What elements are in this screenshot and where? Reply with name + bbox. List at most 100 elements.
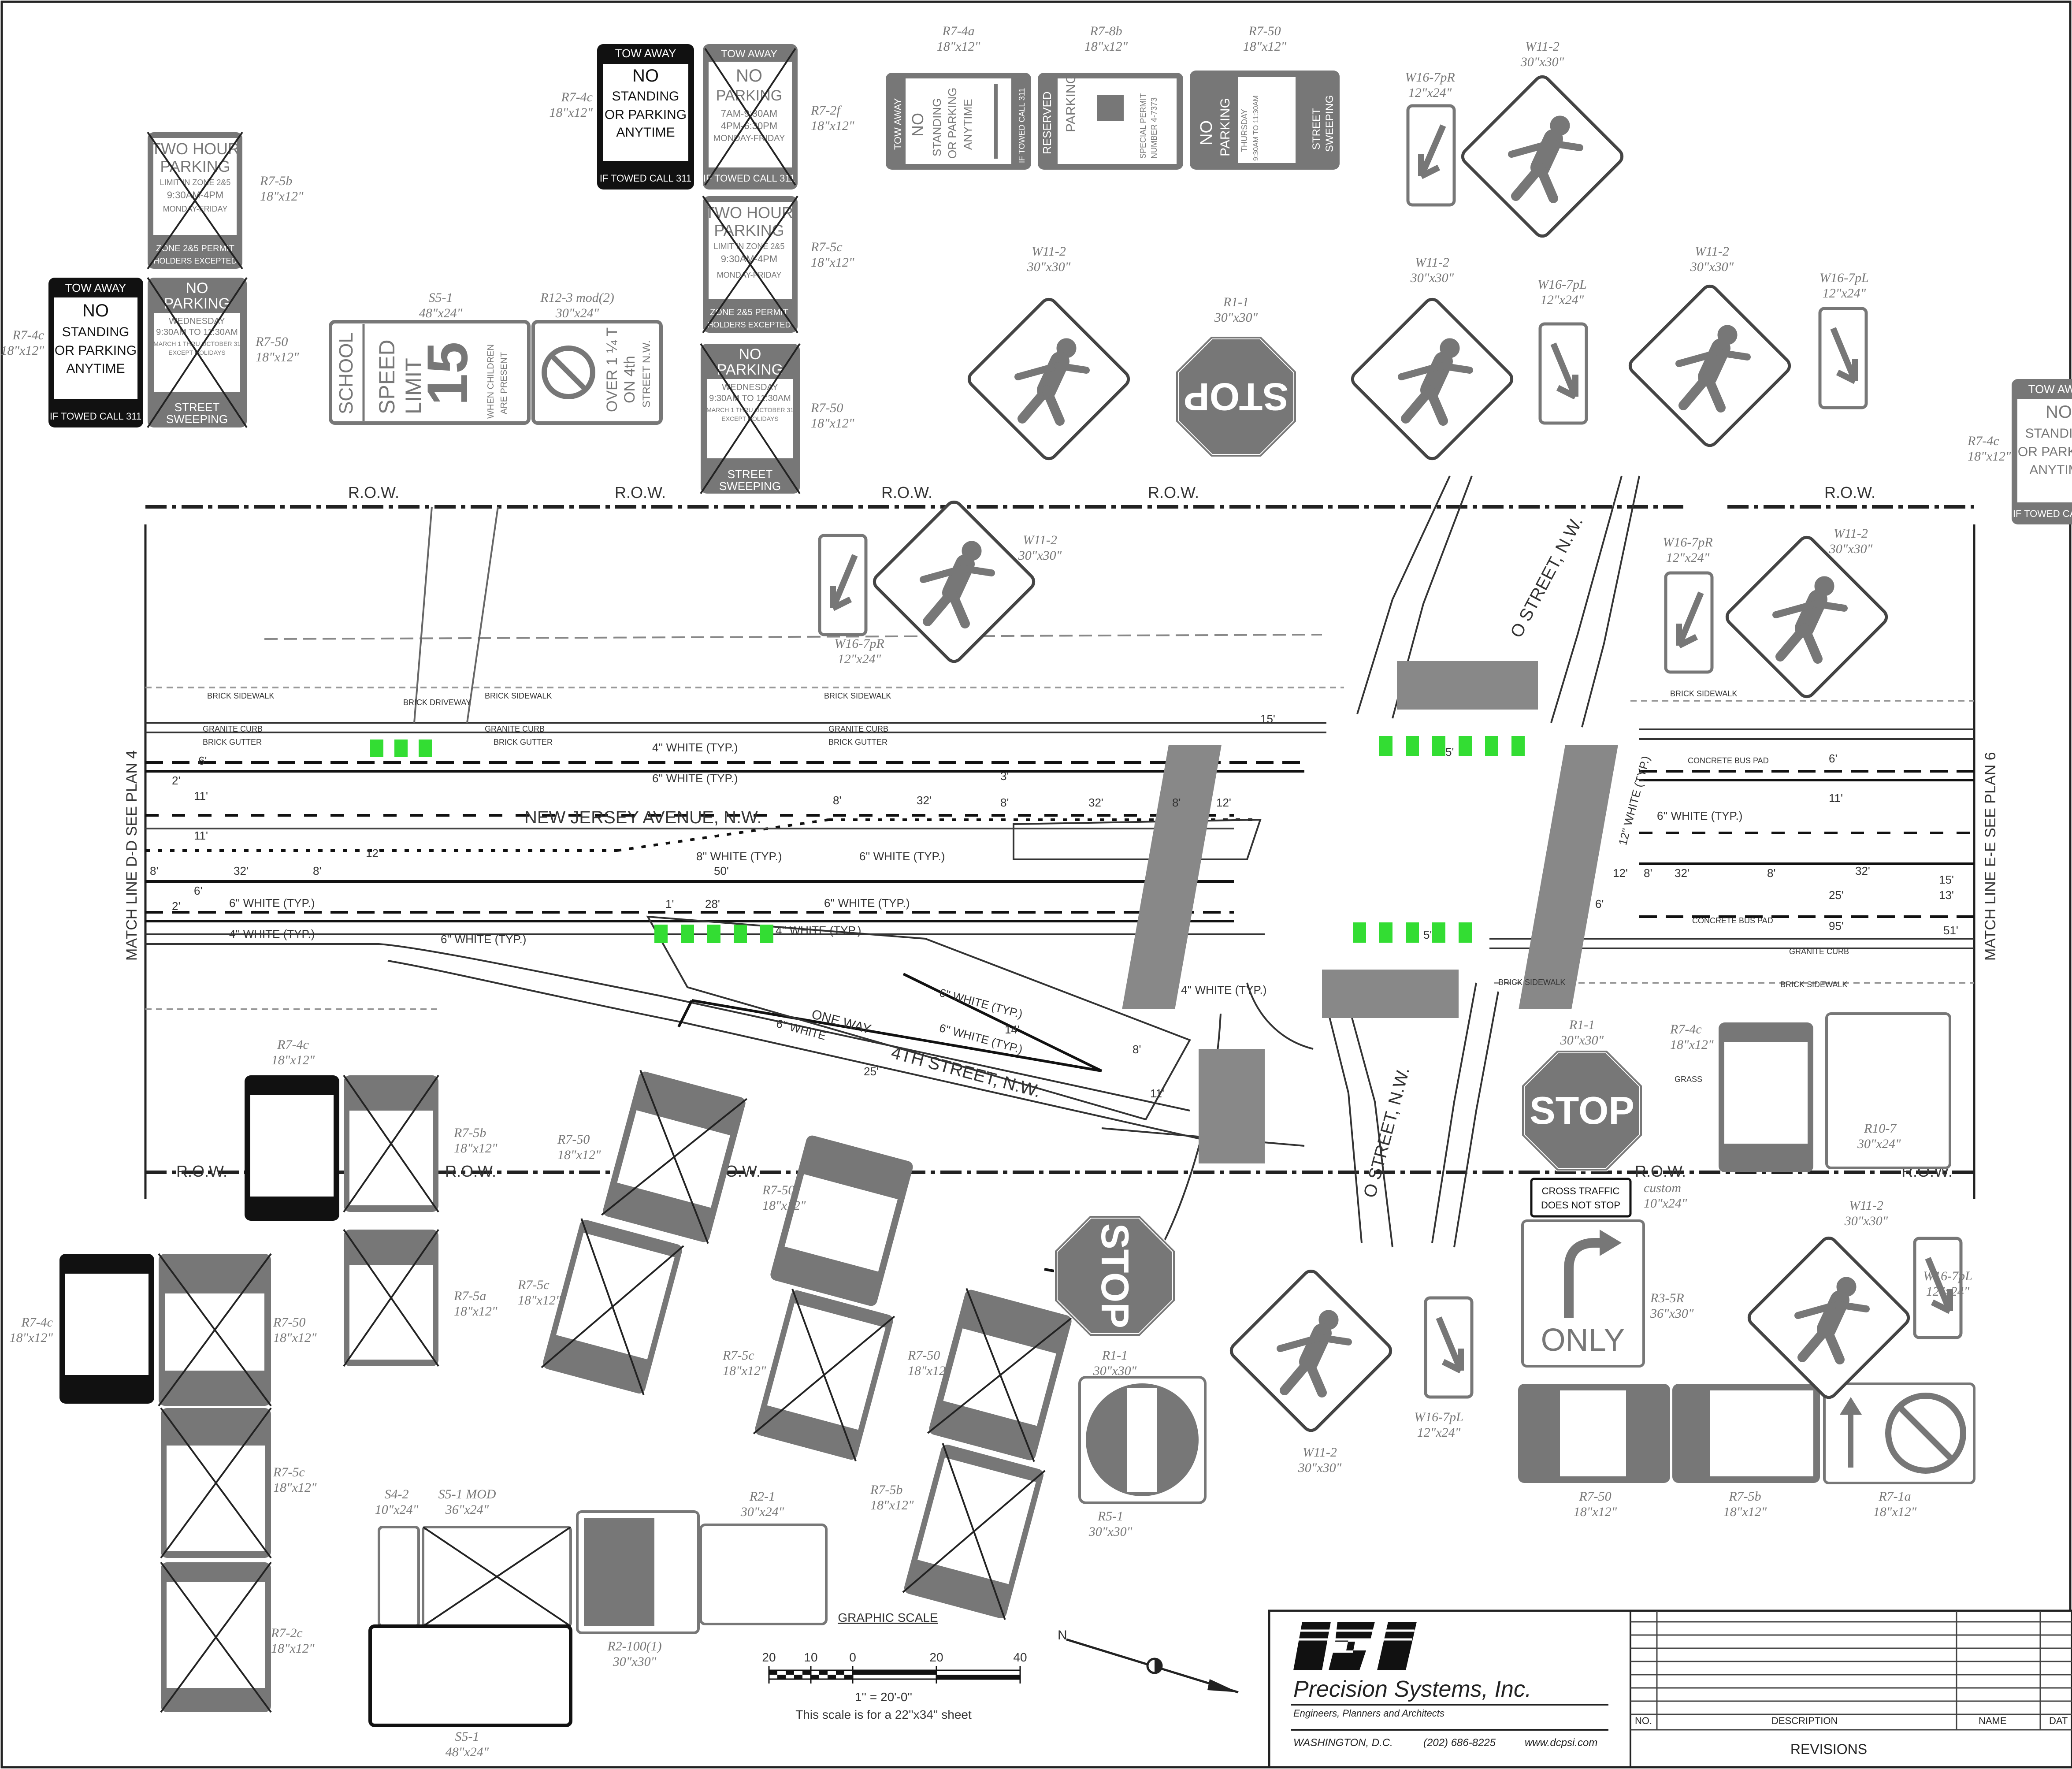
marking-label: 6'' WHITE (TYP.) (1657, 809, 1742, 822)
dimension-label: 51' (1943, 924, 1958, 937)
svg-text:NO: NO (1197, 120, 1216, 145)
svg-text:18"x12": 18"x12" (762, 1198, 806, 1213)
svg-text:TOW AWAY: TOW AWAY (892, 98, 903, 150)
svg-text:SWEEPING: SWEEPING (719, 479, 781, 493)
svg-text:W16-7pL: W16-7pL (1537, 277, 1587, 292)
marking-label: 4'' WHITE (TYP.) (229, 927, 315, 940)
w11-2-pedestrian-sign: W11-230"x30" (1747, 1198, 1910, 1399)
sign-r7-5c-top: TWO HOUR PARKING LIMIT IN ZONE 2&5 9:30A… (702, 195, 854, 334)
company-name: Precision Systems, Inc. (1293, 1676, 1531, 1702)
svg-text:30"x30": 30"x30" (1520, 55, 1564, 69)
dimension-label: 2' (172, 774, 180, 787)
svg-text:ZONE 2&5 PERMIT: ZONE 2&5 PERMIT (710, 308, 788, 317)
svg-text:IF TOWED CALL 311: IF TOWED CALL 311 (703, 173, 795, 184)
svg-text:SPECIAL PERMIT: SPECIAL PERMIT (1139, 93, 1147, 159)
sign-r3-5r: ONLY R3-5R 36"x30" (1521, 1219, 1694, 1368)
svg-text:18"x12": 18"x12" (271, 1053, 315, 1067)
svg-text:IF TOWED CALL 311: IF TOWED CALL 311 (2013, 508, 2072, 519)
dimension-label: 8' (1000, 796, 1009, 809)
svg-text:STOP: STOP (1093, 1223, 1137, 1328)
svg-text:18"x12": 18"x12" (1243, 39, 1287, 54)
dimension-label: 3' (1000, 769, 1009, 783)
sign-r7-8b: RESERVED PARKING SPECIAL PERMIT NUMBER 4… (1038, 24, 1183, 170)
svg-text:R1-1: R1-1 (1569, 1018, 1595, 1032)
row-label: R.O.W. (1148, 483, 1199, 502)
row-label: R.O.W. (615, 483, 666, 502)
svg-text:R7-4c: R7-4c (277, 1037, 309, 1052)
dimension-label: 11' (194, 789, 208, 803)
svg-text:R7-4c: R7-4c (21, 1315, 53, 1330)
dimension-label: 11' (1829, 792, 1843, 805)
svg-text:R7-50: R7-50 (557, 1132, 590, 1147)
svg-text:S5-1: S5-1 (429, 290, 453, 305)
svg-text:R7-2f: R7-2f (810, 103, 842, 118)
scale-tick-label: 20 (762, 1650, 776, 1664)
svg-text:NO: NO (82, 301, 109, 320)
dimension-label: 6' (1829, 752, 1837, 765)
svg-text:15: 15 (415, 342, 479, 405)
sign-r7-5b-center: R7-5b 18"x12" (870, 1443, 1046, 1620)
svg-text:18"x12": 18"x12" (1723, 1505, 1767, 1519)
svg-text:DOES NOT STOP: DOES NOT STOP (1541, 1200, 1620, 1211)
sign-r2-100: R2-100(1) 30"x30" (576, 1510, 700, 1669)
svg-text:18"x12": 18"x12" (1968, 449, 2011, 464)
svg-text:NO: NO (739, 346, 761, 363)
svg-text:ZONE 2&5 PERMIT: ZONE 2&5 PERMIT (156, 244, 234, 253)
svg-text:R7-4c: R7-4c (561, 90, 593, 104)
svg-text:R7-50: R7-50 (762, 1183, 795, 1197)
marking-label: 4'' WHITE (TYP.) (776, 924, 861, 937)
svg-text:30"x30": 30"x30" (613, 1654, 657, 1669)
svg-text:W11-2: W11-2 (1849, 1198, 1883, 1213)
pedestrian-icon (1014, 338, 1090, 426)
sign-r7-50-se: R7-50 18"x12" (1518, 1384, 1670, 1519)
match-line-right: MATCH LINE E-E SEE PLAN 6 (1982, 752, 1999, 961)
w11-2-pedestrian-sign: W11-230"x30" (1628, 244, 1791, 447)
dimension-label: 8' (1172, 796, 1181, 809)
svg-text:4PM-6:30PM: 4PM-6:30PM (721, 120, 777, 131)
w11-2-pedestrian-sign: W11-230"x30" (1725, 526, 1888, 699)
dimension-label: 11' (1150, 1087, 1164, 1100)
svg-text:R7-50: R7-50 (255, 334, 288, 349)
svg-text:R2-1: R2-1 (749, 1489, 775, 1504)
granite-curb-label: GRANITE CURB (828, 725, 888, 733)
svg-text:9:30AM TO 11:30AM: 9:30AM TO 11:30AM (156, 327, 238, 337)
svg-text:CROSS TRAFFIC: CROSS TRAFFIC (1542, 1186, 1620, 1197)
svg-text:12"x24": 12"x24" (1666, 550, 1710, 565)
concrete-bus-pad-label: CONCRETE BUS PAD (1692, 916, 1773, 925)
green-markers (370, 736, 1525, 943)
sign-r7-4a: TOW AWAY NO STANDING OR PARKING ANYTIME … (886, 24, 1031, 170)
svg-text:custom: custom (1644, 1181, 1681, 1195)
svg-text:R7-5c: R7-5c (810, 240, 843, 254)
svg-text:W11-2: W11-2 (1525, 39, 1560, 54)
svg-text:R7-50: R7-50 (1248, 24, 1281, 38)
scale-ratio: 1'' = 20'-0'' (855, 1690, 912, 1704)
diagonal-arrow-icon (1676, 591, 1704, 649)
brick-sidewalk-label: BRICK SIDEWALK (1780, 980, 1847, 989)
svg-text:9:30AM TO 11:30AM: 9:30AM TO 11:30AM (709, 394, 791, 403)
dimension-label: 12' (366, 847, 381, 860)
dimension-label: 14' (1005, 1023, 1020, 1036)
svg-text:STOP: STOP (1184, 375, 1289, 419)
svg-text:R7-5b: R7-5b (870, 1483, 902, 1497)
dimension-label: 12' (1613, 866, 1628, 880)
svg-text:12"x24": 12"x24" (1417, 1425, 1461, 1440)
svg-text:30"x24": 30"x24" (1857, 1137, 1901, 1151)
sign-r7-50-mid: NO PARKING WEDNESDAY 9:30AM TO 11:30AM M… (700, 343, 854, 494)
svg-text:R7-5b: R7-5b (260, 174, 292, 188)
svg-text:18"x12": 18"x12" (908, 1364, 951, 1378)
sign-r7-1a: R7-1a 18"x12" (1823, 1382, 1975, 1519)
revisions-label: REVISIONS (1790, 1741, 1867, 1757)
svg-text:STANDING: STANDING (930, 98, 943, 156)
sign-r7-50-center3: R7-50 18"x12" (907, 1288, 1073, 1462)
svg-text:10"x24": 10"x24" (375, 1502, 419, 1517)
svg-text:LIMIT IN ZONE 2&5: LIMIT IN ZONE 2&5 (714, 242, 785, 251)
svg-text:12"x24": 12"x24" (1823, 286, 1866, 301)
row-label: R.O.W. (881, 483, 932, 502)
match-lines: MATCH LINE D-D SEE PLAN 4 MATCH LINE E-E… (123, 524, 1999, 1199)
svg-text:36"x30": 36"x30" (1650, 1306, 1694, 1321)
dimension-label: 25' (864, 1065, 879, 1078)
